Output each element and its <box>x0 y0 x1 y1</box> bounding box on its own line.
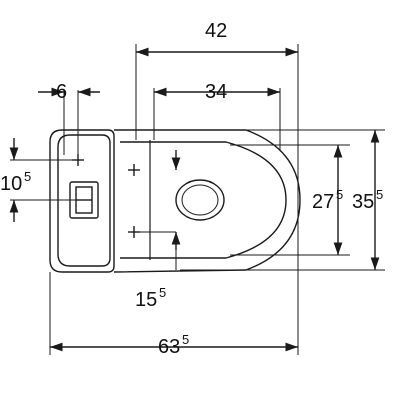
dim-text-27-sup: 5 <box>336 187 343 202</box>
cistern-lid <box>57 134 111 267</box>
dim-text-15-sup: 5 <box>159 285 166 300</box>
bowl-outline <box>113 129 301 273</box>
fixing-point-left-top <box>128 164 140 176</box>
dim-text-63-sup: 5 <box>182 332 189 347</box>
dim-text-10-sup: 5 <box>24 169 31 184</box>
dim-text-42: 42 <box>205 20 227 42</box>
dim-text-35-sup: 5 <box>376 187 383 202</box>
dim-text-35-main: 35 <box>352 191 374 213</box>
dim-text-34: 34 <box>205 81 227 103</box>
dim-text-27-main: 27 <box>312 191 334 213</box>
dim-text-10-main: 10 <box>0 173 22 195</box>
dim-text-6: 6 <box>56 81 67 103</box>
fixing-point-left-bottom <box>128 226 140 238</box>
cistern-outline <box>49 129 115 273</box>
seat-outline <box>120 141 287 259</box>
bowl-opening <box>175 179 225 221</box>
dim-text-15-main: 15 <box>135 289 157 311</box>
dim-text-63-main: 63 <box>158 336 180 358</box>
